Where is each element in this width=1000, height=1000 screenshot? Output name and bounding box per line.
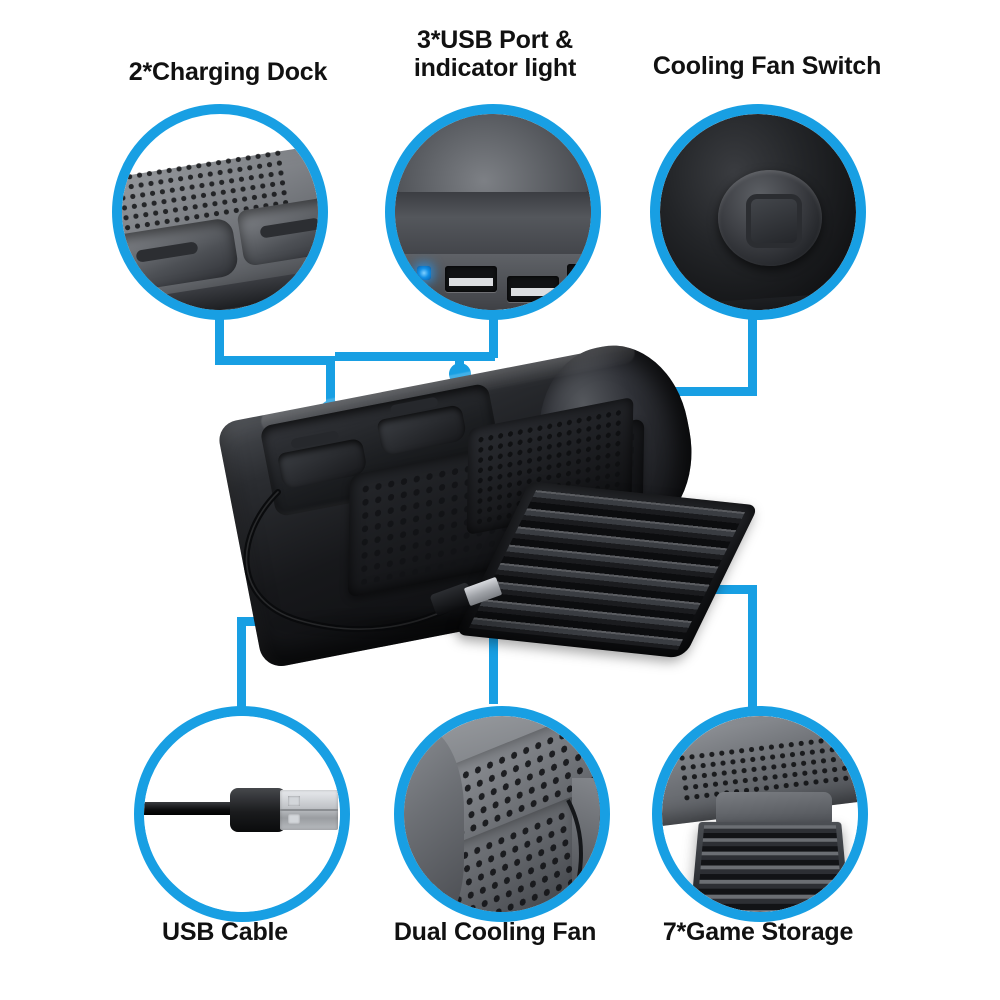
callout-label-usb-port: 3*USB Port & indicator light (413, 26, 577, 82)
connector-charging-dock-h (215, 356, 335, 365)
usb-cable-path (243, 489, 465, 633)
callout-bubble-dual-cooling-fan (394, 706, 610, 922)
callout-label-usb-cable: USB Cable (161, 918, 288, 946)
callout-label-dual-cooling-fan: Dual Cooling Fan (393, 918, 597, 946)
callout-photo-usb-port (395, 114, 591, 310)
connector-charging-dock-v2 (326, 356, 335, 412)
callout-bubble-game-storage (652, 706, 868, 922)
usb-cable-photo-cord (144, 802, 246, 815)
connector-fan-switch-h (636, 387, 757, 396)
fan-switch-photo-edge (660, 289, 856, 310)
callout-photo-charging-dock (122, 114, 318, 310)
usb-cable-photo-seam (280, 809, 338, 811)
game-photo-storage-slots (696, 825, 844, 912)
usb-photo-port-1 (445, 266, 497, 292)
connector-fan-switch-v (748, 308, 757, 394)
callout-label-fan-switch: Cooling Fan Switch (652, 52, 882, 80)
callout-bubble-usb-port (385, 104, 601, 320)
callout-bubble-fan-switch (650, 104, 866, 320)
fan-switch-button (718, 170, 822, 266)
game-photo-storage-rack (688, 821, 852, 912)
callout-photo-game-storage (662, 716, 858, 912)
usb-cable-photo-housing (230, 788, 286, 832)
dock-cradle-2 (376, 404, 468, 456)
usb-cable-photo-window-2 (288, 814, 300, 824)
callout-photo-dual-cooling-fan (404, 716, 600, 912)
usb-photo-port-2-tongue (511, 288, 555, 296)
connector-usb-cable-v (237, 617, 246, 712)
callout-bubble-charging-dock (112, 104, 328, 320)
callout-photo-fan-switch (660, 114, 856, 310)
callout-photo-usb-cable (144, 716, 340, 912)
product-illustration (216, 330, 759, 670)
usb-photo-port-3 (567, 264, 591, 290)
connector-usb-port-h (335, 352, 495, 361)
usb-cable-photo-metal-shell (280, 790, 338, 830)
usb-photo-port-3-tongue (571, 276, 591, 284)
stand-contact-shadow (270, 610, 600, 636)
fan-photo-body-shoulder (404, 726, 464, 912)
callout-label-game-storage: 7*Game Storage (662, 918, 854, 946)
connector-charging-dock-v1 (215, 312, 224, 364)
fan-photo-cable (566, 799, 583, 912)
connector-game-storage-v (748, 585, 757, 708)
connector-usb-port-v1 (489, 306, 498, 358)
usb-photo-port-2 (507, 276, 559, 302)
usb-photo-port-1-tongue (449, 278, 493, 286)
callout-label-charging-dock: 2*Charging Dock (128, 58, 328, 86)
usb-photo-band (395, 192, 591, 264)
usb-photo-indicator-led (417, 266, 431, 280)
fan-switch-square-icon (746, 194, 802, 248)
callout-bubble-usb-cable (134, 706, 350, 922)
usb-cable-photo-window-1 (288, 796, 300, 806)
